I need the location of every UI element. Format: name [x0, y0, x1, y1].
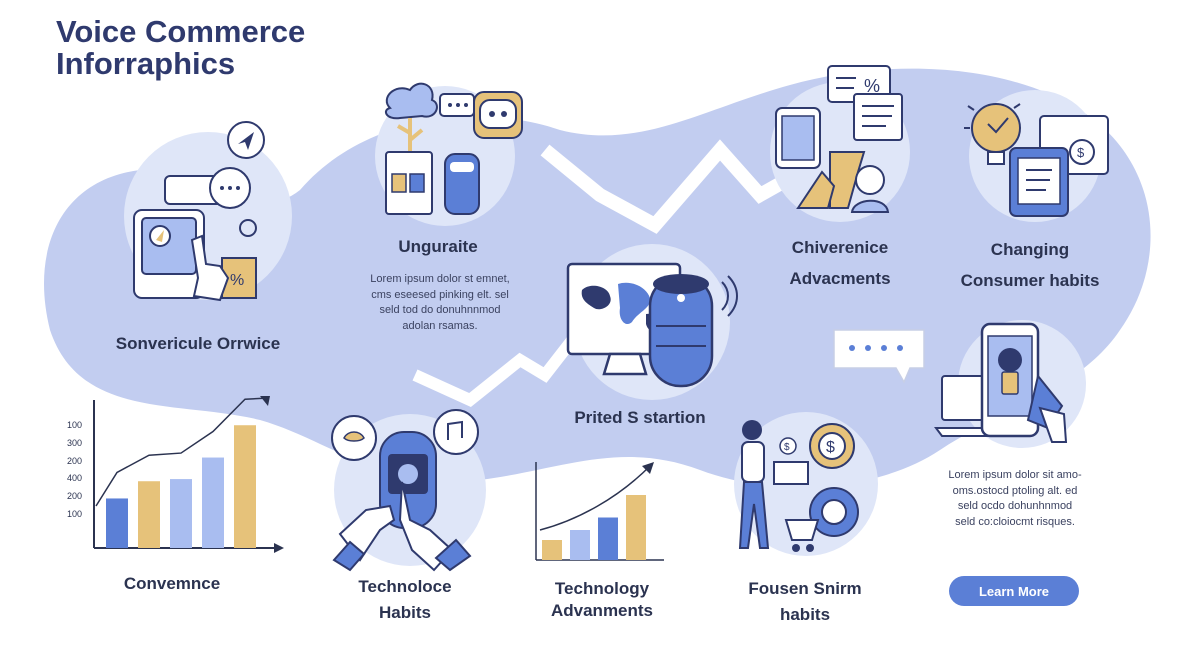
title-line-1: Voice Commerce	[56, 14, 306, 49]
label-changing-line2: Consumer habits	[960, 271, 1100, 290]
tablet-voice-icon: %	[124, 121, 292, 302]
chart-center-bar	[570, 530, 590, 560]
shopper-gears-icon: $ $	[734, 412, 878, 556]
label-chiverenice: Chiverenice Advacments	[760, 232, 920, 294]
chart-left-bar	[106, 498, 128, 548]
bar-chart-left	[93, 396, 284, 553]
chart-left-trend-arrowhead	[260, 396, 270, 406]
label-fousen-line2: habits	[779, 605, 831, 624]
hand-device-icon	[331, 409, 486, 572]
percent-text: %	[230, 272, 244, 289]
label-technoloce-line2: Habits	[379, 603, 431, 622]
title-line-2: Inforraphics	[56, 46, 236, 81]
unguraite-description: Lorem ipsum dolor st emnet, cms eseesed …	[340, 272, 540, 334]
chart-center-trend-line	[539, 465, 651, 531]
label-changing: Changing Consumer habits	[940, 234, 1120, 296]
label-technoloce-line1: Technoloce	[358, 577, 452, 596]
label-technoloce: Technoloce Habits	[330, 574, 480, 626]
phone-laptop-icon	[934, 320, 1086, 448]
unguraite-text-line: Lorem ipsum dolor st emnet,	[370, 273, 510, 285]
zigzag-arrow-lower	[412, 326, 585, 407]
bar-chart-center	[535, 462, 664, 561]
typing-chat-bubble-icon	[833, 329, 925, 384]
right-text-line: oms.ostocd ptoling alt. ed	[952, 484, 1078, 497]
chart-left-y-tick-label: 400	[66, 473, 82, 484]
label-chiverenice-line2: Advacments	[789, 269, 891, 288]
label-techadv: Technology Advanments	[522, 578, 682, 622]
idea-finance-icon: $	[964, 90, 1109, 222]
label-fousen-line1: Fousen Snirm	[748, 579, 862, 598]
smart-home-icon	[375, 82, 523, 226]
analytics-figure-icon: %	[770, 65, 910, 222]
unguraite-text-line: cms eseesed pinking elt. sel	[371, 288, 509, 301]
chart-left-bar	[138, 481, 160, 548]
zigzag-arrow-upper	[540, 139, 844, 234]
chart-left-x-arrowhead	[274, 543, 284, 553]
label-unguraite: Unguraite	[398, 237, 478, 256]
chart-left-y-tick-label: 300	[66, 437, 82, 448]
learn-more-button[interactable]: Learn More	[949, 576, 1079, 606]
chart-left-bar	[234, 425, 256, 548]
gear-dollar-text: $	[826, 439, 835, 456]
right-text-line: Lorem ipsum dolor sit amo-	[948, 469, 1082, 481]
chart-center-bar	[598, 517, 618, 560]
chart-left-y-tick-label: 100	[66, 420, 82, 430]
chart-left-trend-line	[95, 397, 269, 507]
monitor-speaker-icon	[566, 244, 738, 400]
right-text-line: seld co:cloiocmt risques.	[955, 515, 1075, 528]
chart-left-y-tick-label: 100	[66, 509, 82, 519]
chart-center-bar	[626, 495, 646, 560]
right-description: Lorem ipsum dolor sit amo- oms.ostocd pt…	[930, 468, 1100, 530]
label-techadv-line2: Advanments	[550, 601, 654, 620]
unguraite-text-line: seld tod do donuhnnmod	[379, 304, 501, 316]
label-techadv-line1: Technology	[554, 579, 650, 598]
card-dollar-text: $	[1077, 145, 1085, 160]
chart-left-bar	[170, 479, 192, 548]
small-dollar-text: $	[784, 442, 790, 453]
label-fousen: Fousen Snirm habits	[720, 576, 890, 628]
label-chiverenice-line1: Chiverenice	[791, 238, 889, 257]
chart-left-y-tick-label: 200	[66, 455, 82, 466]
right-text-line: seld ocdo dohunhnmod	[957, 500, 1073, 512]
page-title: Voice Commerce Inforraphics	[56, 16, 305, 80]
label-sonvericule: Sonvericule Orrwice	[115, 334, 281, 353]
chart-center-bar	[542, 540, 562, 560]
chart-center-trend-arrowhead	[642, 462, 654, 474]
label-prited: Prited S startion	[574, 408, 706, 427]
chart-left-bar	[202, 457, 224, 548]
chat-percent-text: %	[864, 76, 880, 96]
label-convemnce: Convemnce	[123, 574, 221, 593]
unguraite-text-line: adolan rsamas.	[402, 319, 478, 332]
chart-left-y-tick-label: 200	[66, 491, 82, 502]
label-changing-line1: Changing	[990, 240, 1070, 259]
